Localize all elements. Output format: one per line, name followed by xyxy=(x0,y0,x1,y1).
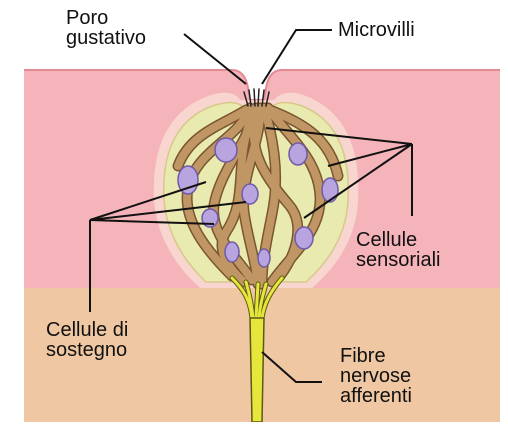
label-sensoriali-line2: sensoriali xyxy=(356,250,440,270)
label-poro-line1: Poro xyxy=(66,8,146,28)
label-fibre-line2: nervose xyxy=(340,366,412,386)
label-microvilli-line1: Microvilli xyxy=(338,20,415,40)
label-fibre-nervose-afferenti: Fibre nervose afferenti xyxy=(340,346,412,406)
label-microvilli: Microvilli xyxy=(338,20,415,40)
label-sensoriali-line1: Cellule xyxy=(356,230,440,250)
label-fibre-line3: afferenti xyxy=(340,386,412,406)
label-cellule-di-sostegno: Cellule di sostegno xyxy=(46,320,128,360)
label-poro-gustativo: Poro gustativo xyxy=(66,8,146,48)
label-fibre-line1: Fibre xyxy=(340,346,412,366)
label-sostegno-line2: sostegno xyxy=(46,340,128,360)
label-sostegno-line1: Cellule di xyxy=(46,320,128,340)
label-poro-line2: gustativo xyxy=(66,28,146,48)
label-cellule-sensoriali: Cellule sensoriali xyxy=(356,230,440,270)
